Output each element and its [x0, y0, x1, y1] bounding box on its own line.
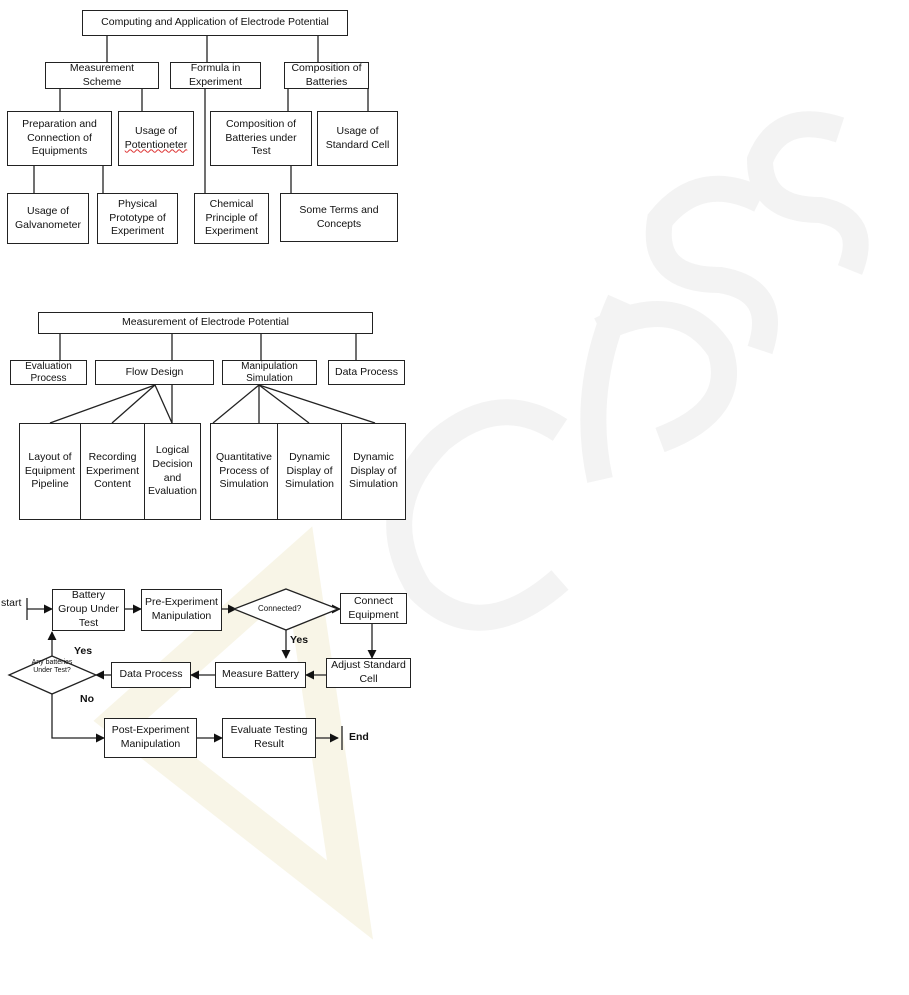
- d2-flow-design-node: Flow Design: [95, 360, 214, 385]
- fc-connected-label: Connected?: [258, 604, 302, 613]
- d2-manipulation-sim-node: Manipulation Simulation: [222, 360, 317, 385]
- d2-recording-node: Recording Experiment Content: [80, 423, 145, 520]
- potentioneter-word: Potentioneter: [124, 138, 188, 151]
- d1-preparation-node: Preparation and Connection of Equipments: [7, 111, 112, 166]
- fc-measure-battery-node: Measure Battery: [215, 662, 306, 688]
- d2-data-process-node: Data Process: [328, 360, 405, 385]
- fc-post-manipulation-node: Post-Experiment Manipulation: [104, 718, 197, 758]
- d2-root-node: Measurement of Electrode Potential: [38, 312, 373, 334]
- decision-connected-shape: [232, 588, 340, 631]
- d1-standard-cell-node: Usage of Standard Cell: [317, 111, 398, 166]
- d1-root-node: Computing and Application of Electrode P…: [82, 10, 348, 36]
- d2-layout-node: Layout of Equipment Pipeline: [19, 423, 81, 520]
- fc-yes-label-1: Yes: [290, 634, 309, 646]
- d2-evaluation-process-node: Evaluation Process: [10, 360, 87, 385]
- fc-evaluate-node: Evaluate Testing Result: [222, 718, 316, 758]
- fc-yes-label-2: Yes: [74, 645, 93, 657]
- d2-dynamic-display-1-node: Dynamic Display of Simulation: [277, 423, 342, 520]
- d1-chemical-node: Chemical Principle of Experiment: [194, 193, 269, 244]
- fc-data-process-node: Data Process: [111, 662, 191, 688]
- d1-prototype-node: Physical Prototype of Experiment: [97, 193, 178, 244]
- d1-composition-node: Composition of Batteries: [284, 62, 369, 89]
- d1-composition-test-node: Composition of Batteries under Test: [210, 111, 312, 166]
- fc-adjust-standard-cell-node: Adjust Standard Cell: [326, 658, 411, 688]
- d1-formula-node: Formula in Experiment: [170, 62, 261, 89]
- d2-quantitative-node: Quantitative Process of Simulation: [210, 423, 278, 520]
- d1-galvanometer-node: Usage of Galvanometer: [7, 193, 89, 244]
- d2-logical-node: Logical Decision and Evaluation: [144, 423, 201, 520]
- fc-no-label: No: [80, 693, 94, 705]
- fc-start-label: start: [1, 597, 22, 609]
- fc-end-label: End: [349, 731, 369, 743]
- fc-any-batteries-label: Any batteries Under Test?: [31, 659, 73, 675]
- d1-potentioneter-node: Usage of Potentioneter: [118, 111, 194, 166]
- d1-measurement-scheme-node: Measurement Scheme: [45, 62, 159, 89]
- fc-pre-manipulation-node: Pre-Experiment Manipulation: [141, 589, 222, 631]
- fc-battery-group-node: Battery Group Under Test: [52, 589, 125, 631]
- d1-terms-node: Some Terms and Concepts: [280, 193, 398, 242]
- decision-any-batteries-shape: [7, 655, 98, 695]
- fc-connect-equipment-node: Connect Equipment: [340, 593, 407, 624]
- d2-dynamic-display-2-node: Dynamic Display of Simulation: [341, 423, 406, 520]
